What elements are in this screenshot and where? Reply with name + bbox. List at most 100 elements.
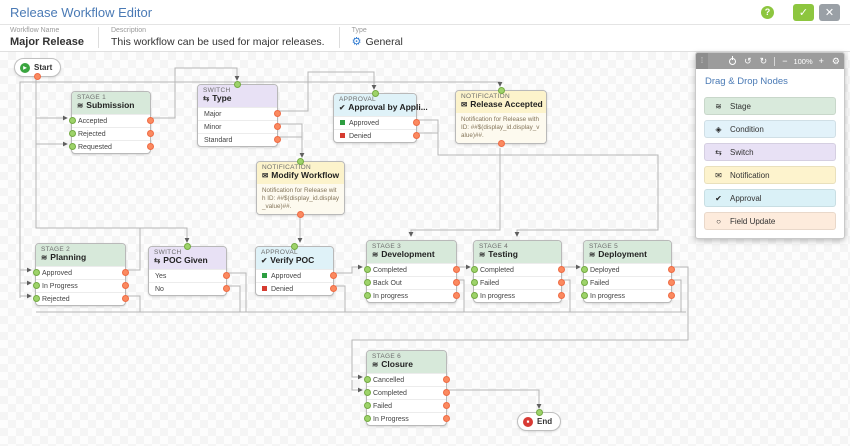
branch-arrows-icon: ⇆	[715, 147, 722, 157]
close-button[interactable]: ✕	[819, 3, 840, 21]
palette-item-switch[interactable]: ⇆ Switch	[704, 143, 836, 161]
stage-row[interactable]: Failed	[580, 275, 675, 289]
node-stage-1-submission[interactable]: Stage 1 ≋Submission Accepted Rejected Re…	[68, 91, 154, 154]
branch-arrows-icon: ⇆	[154, 255, 161, 265]
stage-row[interactable]: Rejected	[68, 126, 154, 140]
drag-handle-icon[interactable]: ⁞	[696, 53, 708, 69]
redo-icon[interactable]: ↻	[759, 56, 768, 66]
palette-item-notification[interactable]: ✉ Notification	[704, 166, 836, 184]
stage-row[interactable]: Deployed	[580, 262, 675, 276]
palette-item-label: Notification	[730, 170, 770, 180]
stage-row[interactable]: Cancelled	[363, 372, 450, 386]
workflow-name-label: Workflow Name	[10, 27, 60, 34]
palette-item-approval[interactable]: ✔ Approval	[704, 189, 836, 207]
node-kicker: Approval	[261, 249, 298, 256]
layers-icon: ≋	[479, 249, 486, 259]
start-node[interactable]: ▶ Start	[14, 58, 62, 80]
stage-row[interactable]: Accepted	[68, 113, 154, 127]
stage-row[interactable]: Rejected	[32, 291, 129, 305]
approval-row[interactable]: Approved	[256, 268, 337, 282]
node-title: Closure	[381, 359, 413, 369]
palette-item-label: Condition	[730, 124, 764, 134]
palette-item-field-update[interactable]: ○ Field Update	[704, 212, 836, 230]
node-approval-verify-poc[interactable]: Approval ✔Verify POC Approved Denied	[255, 243, 337, 296]
denied-square-icon	[262, 285, 267, 291]
branch-arrows-icon: ⇆	[203, 93, 210, 103]
node-switch-poc-given[interactable]: Switch ⇆POC Given Yes No	[148, 243, 230, 296]
diamond-icon: ◈	[715, 124, 722, 134]
type-gear-icon: ⚙	[351, 36, 362, 48]
node-kicker: Stage 2	[41, 246, 71, 253]
node-stage-6-closure[interactable]: Stage 6 ≋Closure Cancelled Completed Fai…	[363, 350, 450, 426]
node-notification-modify-workflow[interactable]: Notification ✉Modify Workflow Notificati…	[256, 157, 345, 219]
zoom-level: 100%	[793, 56, 813, 66]
stage-row[interactable]: In Progress	[363, 411, 450, 425]
palette-item-label: Field Update	[730, 216, 776, 226]
layers-icon: ≋	[77, 100, 84, 110]
zoom-out-icon[interactable]: −	[782, 56, 788, 66]
approval-row[interactable]: Approved	[334, 115, 420, 129]
stage-row[interactable]: In progress	[580, 288, 675, 302]
start-icon: ▶	[20, 62, 30, 73]
layers-icon: ≋	[715, 101, 722, 111]
node-stage-3-development[interactable]: Stage 3 ≋Development Completed Back Out …	[363, 240, 460, 303]
save-button[interactable]: ✓	[793, 3, 814, 21]
stage-row[interactable]: In progress	[363, 288, 460, 302]
node-stage-5-deployment[interactable]: Stage 5 ≋Deployment Deployed Failed In p…	[580, 240, 675, 303]
node-title: Approval by Appli...	[348, 102, 428, 112]
stage-row[interactable]: Approved	[32, 265, 129, 279]
stage-row[interactable]: In progress	[470, 288, 565, 302]
palette-item-stage[interactable]: ≋ Stage	[704, 97, 836, 115]
node-switch-type[interactable]: Switch ⇆Type Major Minor Standard	[197, 81, 281, 147]
reset-icon[interactable]	[729, 55, 737, 65]
stage-row[interactable]: Completed	[363, 262, 460, 276]
node-title: Submission	[86, 100, 135, 110]
start-label: Start	[34, 63, 53, 72]
node-title: Modify Workflow	[271, 170, 340, 180]
switch-row[interactable]: Major	[198, 106, 281, 120]
connector-lines	[19, 67, 689, 409]
help-icon[interactable]: ?	[761, 5, 774, 19]
node-stage-2-planning[interactable]: Stage 2 ≋Planning Approved In Progress R…	[32, 243, 129, 306]
approved-square-icon	[340, 119, 345, 125]
workflow-name-field: Workflow Name Major Release	[10, 27, 98, 48]
check-circle-icon: ✔	[261, 255, 268, 265]
node-kicker: Switch	[203, 87, 231, 94]
palette-title: Drag & Drop Nodes	[705, 76, 788, 87]
palette-item-condition[interactable]: ◈ Condition	[704, 120, 836, 138]
stage-row[interactable]: Completed	[470, 262, 565, 276]
zoom-in-icon[interactable]: +	[818, 56, 824, 66]
title-bar: Release Workflow Editor ? ✓ ✕	[0, 0, 850, 25]
workflow-name-value: Major Release	[10, 36, 84, 48]
approval-row[interactable]: Denied	[334, 128, 420, 142]
node-kicker: Approval	[339, 96, 376, 103]
stage-row[interactable]: Completed	[363, 385, 450, 399]
end-node[interactable]: ■ End	[517, 409, 562, 431]
layers-icon: ≋	[41, 252, 48, 262]
switch-row[interactable]: Standard	[198, 132, 281, 146]
switch-row[interactable]: Minor	[198, 119, 281, 133]
settings-gear-icon[interactable]: ⚙	[831, 56, 840, 66]
node-stage-4-testing[interactable]: Stage 4 ≋Testing Completed Failed In pro…	[470, 240, 565, 303]
stage-row[interactable]: Failed	[363, 398, 450, 412]
node-kicker: Switch	[154, 249, 182, 256]
stage-row[interactable]: In Progress	[32, 278, 129, 292]
drag-drop-panel: ⁞ ↺ ↻ − 100% + ⚙ Drag & Drop Nodes ≋ Sta…	[695, 52, 845, 239]
end-icon: ■	[523, 416, 533, 427]
node-title: Deployment	[598, 249, 647, 259]
undo-icon[interactable]: ↺	[744, 56, 752, 66]
approval-row[interactable]: Denied	[256, 281, 337, 295]
layers-icon: ≋	[372, 359, 379, 369]
node-notification-release-accepted[interactable]: Notification ✉Release Accepted Notificat…	[455, 86, 547, 148]
description-label: Description	[110, 27, 146, 34]
stage-row[interactable]: Back Out	[363, 275, 460, 289]
switch-row[interactable]: Yes	[149, 268, 230, 282]
switch-row[interactable]: No	[149, 281, 230, 295]
stage-row[interactable]: Requested	[68, 139, 154, 153]
stage-row[interactable]: Failed	[470, 275, 565, 289]
node-approval-by-application[interactable]: Approval ✔Approval by Appli... Approved …	[333, 90, 428, 143]
workflow-canvas[interactable]: ▶ Start ■ End Stage 1 ≋Submission Accept…	[0, 52, 850, 446]
check-circle-icon: ✔	[339, 102, 346, 112]
type-field: Type ⚙ General	[338, 27, 417, 48]
check-circle-icon: ✔	[715, 193, 722, 203]
